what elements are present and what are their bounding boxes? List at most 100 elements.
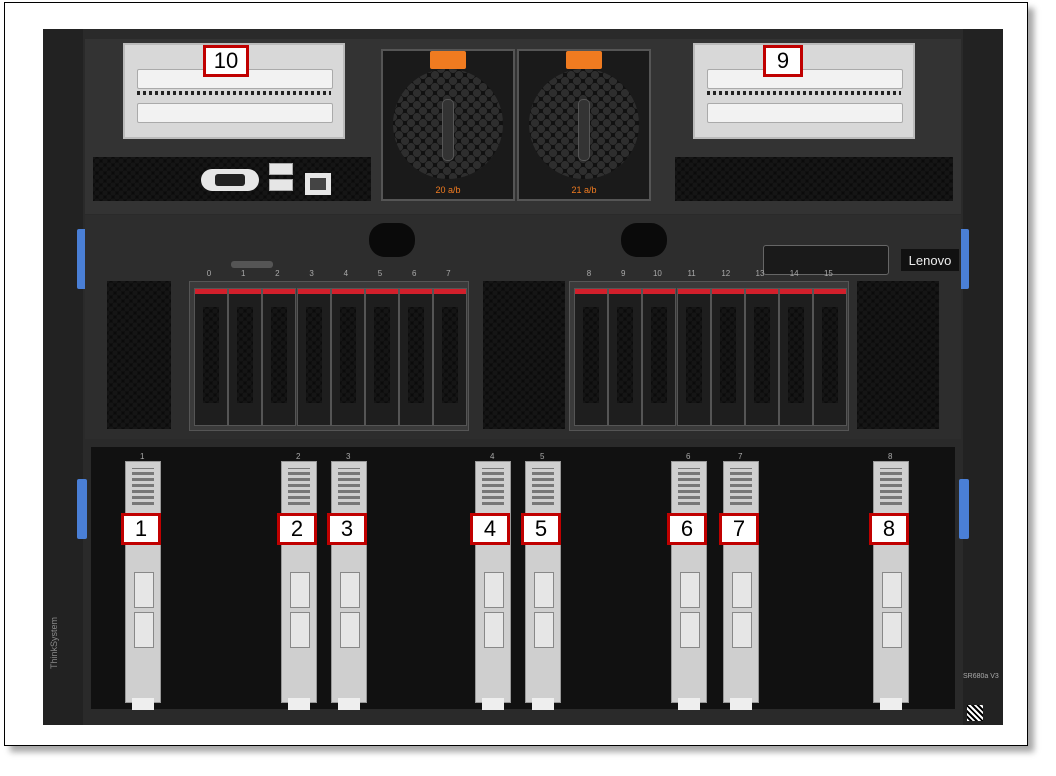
grip-left[interactable] (369, 223, 415, 257)
right-lower-release-tab[interactable] (959, 479, 969, 539)
adapter-port[interactable] (134, 612, 154, 648)
left-drive-5[interactable] (365, 288, 399, 426)
right-drive-8[interactable] (574, 288, 608, 426)
adapter-port[interactable] (484, 572, 504, 608)
adapter-latch[interactable] (132, 698, 154, 710)
drive-activity-led (263, 289, 296, 294)
adapter-latch[interactable] (678, 698, 700, 710)
adapter-port[interactable] (290, 612, 310, 648)
adapter-port[interactable] (732, 572, 752, 608)
adapter-port[interactable] (882, 572, 902, 608)
drive-number-label: 11 (687, 269, 696, 278)
vent-mid-right (857, 281, 939, 429)
fan-left-handle[interactable] (442, 99, 454, 161)
left-drive-0[interactable] (194, 288, 228, 426)
grip-right[interactable] (621, 223, 667, 257)
adapter-port[interactable] (680, 572, 700, 608)
pcie-adapter-5[interactable]: 5 (525, 452, 561, 710)
adapter-latch[interactable] (288, 698, 310, 710)
fan-right-release-tab[interactable] (566, 51, 602, 69)
drive-number-label: 8 (586, 269, 592, 278)
pcie-adapter-2[interactable]: 2 (281, 452, 317, 710)
drive-activity-led (229, 289, 262, 294)
riser-right[interactable] (693, 43, 915, 139)
left-drive-6[interactable] (399, 288, 434, 426)
drive-activity-led (814, 289, 847, 294)
fan-right-label: 21 a/b (571, 185, 597, 195)
adapter-port[interactable] (340, 612, 360, 648)
adapter-port[interactable] (882, 612, 902, 648)
left-rail: ThinkSystem (43, 29, 83, 725)
adapter-vent (532, 468, 554, 508)
adapter-latch[interactable] (532, 698, 554, 710)
adapter-latch[interactable] (880, 698, 902, 710)
vga-port[interactable] (201, 169, 259, 191)
adapter-port[interactable] (732, 612, 752, 648)
fan-right-handle[interactable] (578, 99, 590, 161)
vent-top-right (675, 157, 953, 201)
right-release-tab[interactable] (959, 229, 969, 289)
pull-out-tab[interactable] (231, 261, 273, 268)
drive-grille (822, 307, 839, 403)
left-lower-release-tab[interactable] (77, 479, 87, 539)
thinksystem-label: ThinkSystem (49, 616, 59, 669)
io-ports (195, 159, 365, 203)
drive-number-label: 7 (446, 269, 451, 278)
callout-10: 10 (203, 45, 249, 77)
server-chassis: ThinkSystem 20 a/b (43, 29, 1003, 725)
left-release-tab[interactable] (77, 229, 87, 289)
pcie-adapter-6[interactable]: 6 (671, 452, 707, 710)
right-drive-15[interactable] (813, 288, 848, 426)
adapter-port[interactable] (534, 572, 554, 608)
adapter-port[interactable] (134, 572, 154, 608)
adapter-port[interactable] (340, 572, 360, 608)
drive-activity-led (677, 289, 710, 294)
left-drive-2[interactable] (262, 288, 297, 426)
usb-port-2[interactable] (269, 179, 293, 191)
drive-activity-led (780, 289, 813, 294)
right-drive-10[interactable] (642, 288, 677, 426)
pcie-slot-number: 8 (888, 452, 893, 461)
pcie-adapter-1[interactable]: 1 (125, 452, 161, 710)
left-drive-3[interactable] (296, 288, 331, 426)
pcie-adapter-7[interactable]: 7 (723, 452, 759, 710)
riser-left[interactable] (123, 43, 345, 139)
adapter-port[interactable] (680, 612, 700, 648)
pcie-adapter-8[interactable]: 8 (873, 452, 909, 710)
adapter-latch[interactable] (338, 698, 360, 710)
fan-left-release-tab[interactable] (430, 51, 466, 69)
fan-left[interactable]: 20 a/b (381, 49, 515, 201)
drive-number-label: 4 (343, 269, 349, 278)
left-drive-7[interactable] (433, 288, 468, 426)
right-drive-12[interactable] (710, 288, 745, 426)
ethernet-port[interactable] (305, 173, 331, 195)
adapter-port[interactable] (290, 572, 310, 608)
lenovo-logo: Lenovo (901, 249, 959, 271)
right-drive-14[interactable] (779, 288, 814, 426)
pcie-slot-number: 7 (738, 452, 743, 461)
usb-port-1[interactable] (269, 163, 293, 175)
drive-grille (651, 307, 668, 403)
callout-5: 5 (521, 513, 561, 545)
left-drive-1[interactable] (228, 288, 263, 426)
pcie-adapter-4[interactable]: 4 (475, 452, 511, 710)
pcie-adapter-3[interactable]: 3 (331, 452, 367, 710)
adapter-latch[interactable] (482, 698, 504, 710)
adapter-port[interactable] (534, 612, 554, 648)
pcie-slot-number: 5 (540, 452, 545, 461)
drive-grille (788, 307, 805, 403)
right-drive-11[interactable] (676, 288, 711, 426)
callout-6: 6 (667, 513, 707, 545)
right-drive-13[interactable] (745, 288, 779, 426)
adapter-vent (678, 468, 700, 508)
adapter-latch[interactable] (730, 698, 752, 710)
drive-grille (719, 307, 736, 403)
left-drive-4[interactable] (330, 288, 365, 426)
fan-right[interactable]: 21 a/b (517, 49, 651, 201)
adapter-port[interactable] (484, 612, 504, 648)
drive-activity-led (434, 289, 467, 294)
right-drive-9[interactable] (608, 288, 643, 426)
drive-number-label: 10 (652, 269, 662, 278)
diagnostics-panel[interactable] (763, 245, 889, 275)
riser-left-slot-lower (137, 103, 333, 123)
